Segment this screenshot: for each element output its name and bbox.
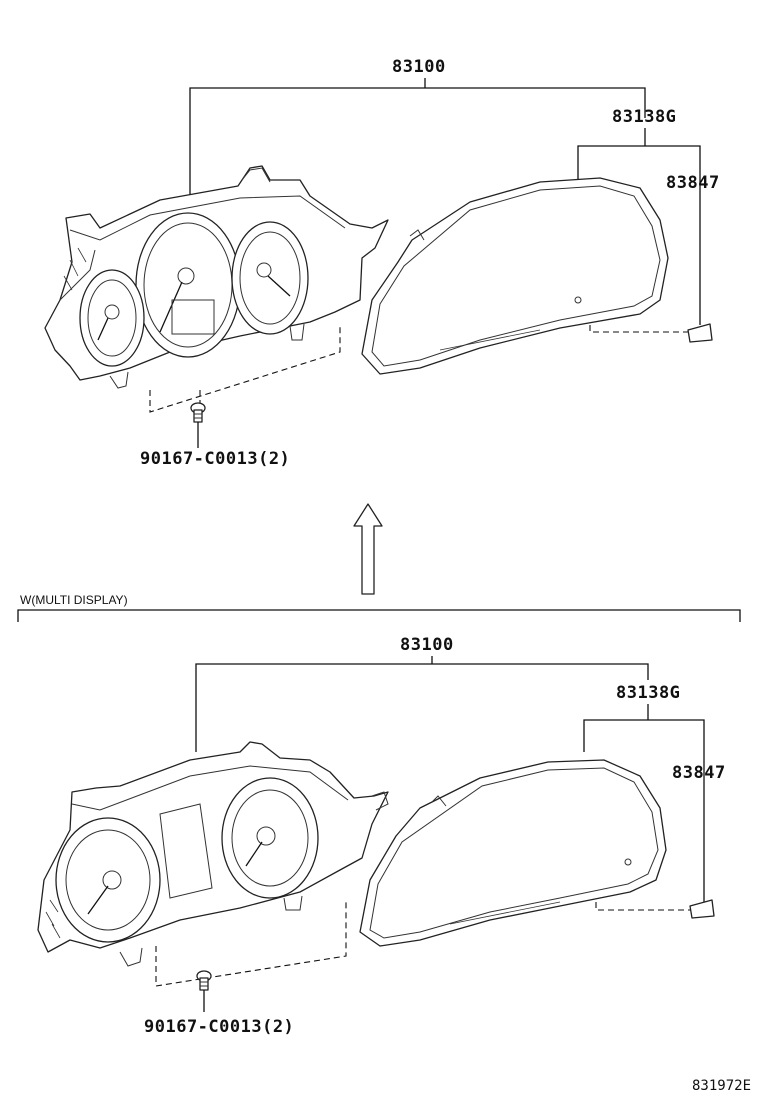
meter-assembly-top xyxy=(44,165,389,389)
clip-icon-top xyxy=(687,323,713,343)
variant-bracket: W(MULTI DISPLAY) xyxy=(17,593,741,622)
screw-guide-top xyxy=(149,325,341,413)
meter-assembly-bottom xyxy=(37,741,389,967)
part-number-assembly-bottom: 83100 xyxy=(400,635,454,655)
part-number-lens-bottom: 83138G xyxy=(616,683,680,703)
part-number-screw-bottom: 90167-C0013(2) xyxy=(144,1017,294,1037)
up-arrow-icon xyxy=(353,503,383,595)
leader-83100-bottom xyxy=(195,663,649,752)
screw-icon-bottom xyxy=(196,970,212,1012)
screw-guide-bottom xyxy=(155,902,347,987)
part-number-screw-top: 90167-C0013(2) xyxy=(140,449,290,469)
lens-cover-bottom xyxy=(359,759,667,947)
clip-icon-bottom xyxy=(689,899,715,919)
leader-83138g-top xyxy=(577,145,701,325)
top-section: 83100 83138G 83847 90167-C0013(2) xyxy=(44,57,720,469)
part-number-assembly-top: 83100 xyxy=(392,57,446,77)
variant-label: W(MULTI DISPLAY) xyxy=(20,593,128,607)
figure-reference: 831972E xyxy=(692,1078,751,1094)
leader-83100-top xyxy=(189,87,646,198)
lens-cover-top xyxy=(361,177,669,375)
screw-icon-top xyxy=(190,402,206,448)
bottom-section: 83100 83138G 83847 90167-C0013(2) xyxy=(37,635,726,1037)
leader-83138g-bottom xyxy=(583,719,705,902)
part-number-clip-top: 83847 xyxy=(666,173,720,193)
part-number-clip-bottom: 83847 xyxy=(672,763,726,783)
part-number-lens-top: 83138G xyxy=(612,107,676,127)
